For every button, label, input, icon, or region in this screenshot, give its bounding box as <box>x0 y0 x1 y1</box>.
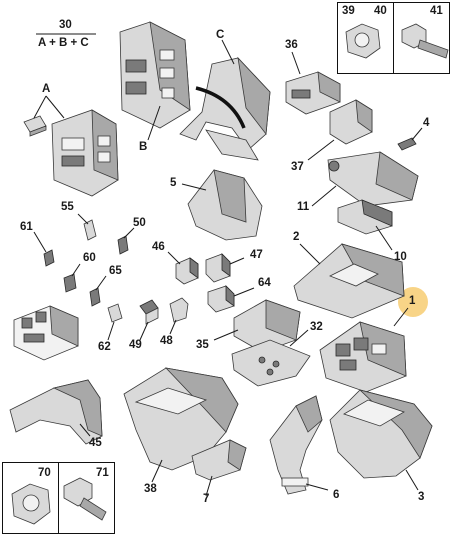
fuse-65-icon <box>89 275 107 307</box>
shield-45-icon <box>9 379 103 445</box>
nut-70-icon <box>11 483 51 525</box>
relay-box-a-icon <box>33 95 119 197</box>
callout-65: 65 <box>109 265 122 277</box>
group-number-label: 30 <box>59 19 72 31</box>
inset-top-right-label: 41 <box>430 5 443 17</box>
fuse-box-b-icon <box>119 21 191 141</box>
callout-36: 36 <box>285 39 298 51</box>
callout-47: 47 <box>250 249 263 261</box>
cover-11-icon <box>311 151 419 207</box>
fuse-61-icon <box>33 231 55 267</box>
callout-48: 48 <box>160 335 173 347</box>
callout-C: C <box>216 29 225 41</box>
fuse-62-icon <box>107 303 123 341</box>
callout-61: 61 <box>20 221 33 233</box>
stand-6-icon <box>269 395 329 495</box>
module-10-icon <box>337 199 393 251</box>
mount-bracket-c-icon <box>179 39 271 161</box>
relay-46-icon <box>167 251 199 285</box>
inset-bottom-divider <box>58 462 59 534</box>
connector-36-icon <box>285 51 341 115</box>
clip-a-icon <box>23 115 47 137</box>
callout-1: 1 <box>409 295 416 307</box>
relay-49-icon <box>139 299 159 341</box>
callout-32: 32 <box>310 321 323 333</box>
callout-35: 35 <box>196 339 209 351</box>
holder-7-icon <box>191 439 247 497</box>
fuse-4-icon <box>397 127 423 151</box>
callout-10: 10 <box>394 251 407 263</box>
callout-11: 11 <box>297 201 310 213</box>
callout-B: B <box>139 141 148 153</box>
board-32-icon <box>231 329 311 387</box>
housing-38-icon <box>123 367 239 483</box>
bolt-71-icon <box>63 477 107 521</box>
callout-37: 37 <box>291 161 304 173</box>
relay-47-icon <box>205 253 245 283</box>
inset-bottom-right-label: 71 <box>96 467 109 479</box>
callout-3: 3 <box>418 491 425 503</box>
inset-top-divider <box>393 2 394 74</box>
callout-50: 50 <box>133 217 146 229</box>
callout-62: 62 <box>98 341 111 353</box>
fuse-60-icon <box>63 263 81 293</box>
tray-35-icon <box>213 299 301 353</box>
callout-2: 2 <box>293 231 300 243</box>
callout-64: 64 <box>258 277 271 289</box>
fuse-50-icon <box>117 227 135 255</box>
callout-46: 46 <box>152 241 165 253</box>
callout-A: A <box>42 83 51 95</box>
fuse-box-1-icon <box>319 307 409 393</box>
relay-48-icon <box>169 297 189 335</box>
callout-60: 60 <box>83 252 96 264</box>
housing-3-icon <box>329 389 433 491</box>
callout-6: 6 <box>333 489 340 501</box>
relay-64-icon <box>207 285 255 313</box>
group-formula-label: A + B + C <box>38 37 89 49</box>
callout-38: 38 <box>144 483 157 495</box>
inset-bottom-left-label: 70 <box>38 467 51 479</box>
callout-4: 4 <box>423 117 430 129</box>
callout-45: 45 <box>89 437 102 449</box>
clip-55-icon <box>77 213 97 241</box>
callout-5: 5 <box>170 177 177 189</box>
bracket-5-icon <box>181 169 263 241</box>
bolt-41-icon <box>401 23 449 59</box>
callout-7: 7 <box>203 493 210 505</box>
inset-top-mid-label: 40 <box>374 5 387 17</box>
relay-block-icon <box>13 305 79 361</box>
callout-49: 49 <box>129 339 142 351</box>
nut-39-icon <box>345 23 381 59</box>
inset-top-left-label: 39 <box>342 5 355 17</box>
lid-2-icon <box>293 243 405 319</box>
cover-37-icon <box>307 99 373 161</box>
callout-55: 55 <box>61 201 74 213</box>
